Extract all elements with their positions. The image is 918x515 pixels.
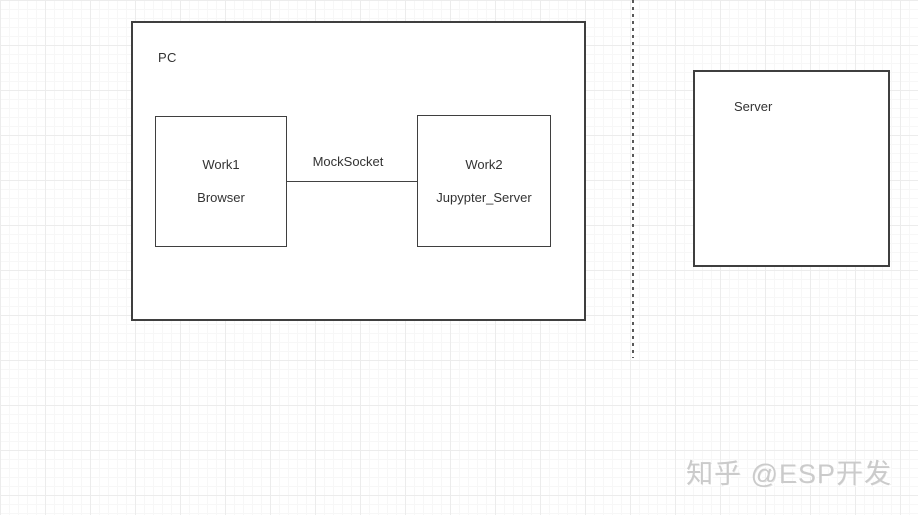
work1-node-title: Work1 <box>202 157 240 172</box>
work1-browser-node: Work1 Browser <box>155 116 287 247</box>
network-boundary-separator <box>632 0 634 358</box>
zhihu-watermark: 知乎 @ESP开发 <box>686 459 892 489</box>
server-node: Server <box>693 70 890 267</box>
pc-group-label: PC <box>158 50 177 65</box>
mocksocket-connector-line <box>287 181 417 182</box>
work2-node-subtitle: Jupypter_Server <box>436 189 532 205</box>
mocksocket-connector-label: MockSocket <box>312 154 384 169</box>
work1-node-subtitle: Browser <box>197 190 245 205</box>
work2-jupyter-server-node: Work2 Jupypter_Server <box>417 115 551 247</box>
work2-node-title: Work2 <box>465 156 503 172</box>
server-node-label: Server <box>734 99 773 114</box>
